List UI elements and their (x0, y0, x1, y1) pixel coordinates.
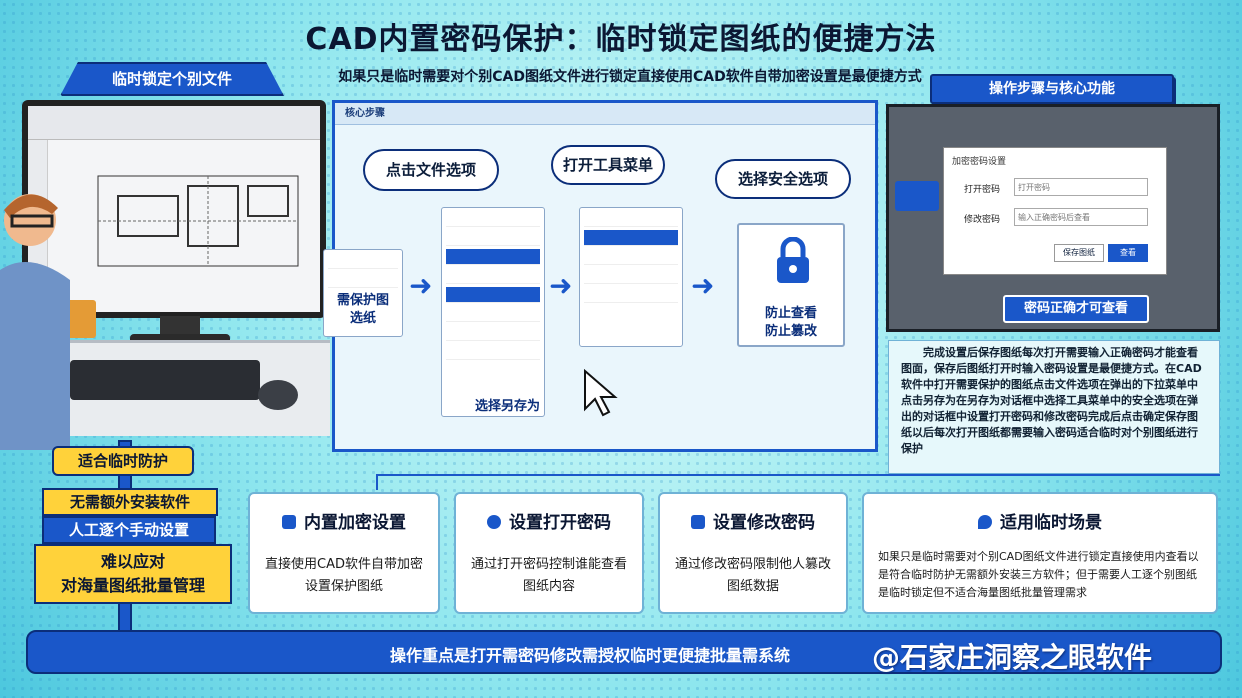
page-title: CAD内置密码保护：临时锁定图纸的便捷方法 (305, 22, 937, 57)
card-title: 设置修改密码 (660, 508, 846, 533)
card-builtin-encryption: 内置加密设置 直接使用CAD软件自带加密设置保护图纸 (248, 492, 440, 614)
person-illustration (0, 194, 70, 450)
cursor-icon (584, 369, 618, 417)
mini-row (584, 268, 678, 284)
lock-icon (777, 237, 809, 283)
cad-toolbar (28, 106, 320, 140)
save-drawing-button[interactable]: 保存图纸 (1054, 244, 1104, 262)
lock-icon (691, 515, 705, 529)
footer-text: 操作重点是打开需密码修改需授权临时更便捷批量需系统 (390, 646, 791, 665)
connector-line (376, 474, 1220, 476)
keyboard (70, 360, 260, 400)
mini-window-tools (579, 207, 683, 347)
arrow-right-icon: ➜ (409, 269, 433, 302)
mini-row (446, 211, 540, 227)
modify-password-input[interactable]: 输入正确密码后查看 (1014, 208, 1148, 226)
mini-row-selected (584, 230, 678, 246)
card-body: 直接使用CAD软件自带加密设置保护图纸 (265, 557, 423, 594)
mini-row (584, 211, 678, 227)
mini-row (446, 325, 540, 341)
feature-temp-protection: 适合临时防护 (52, 446, 194, 476)
mini-window-menu (441, 207, 545, 417)
card-body: 通过修改密码限制他人篡改图纸数据 (674, 557, 831, 594)
card-temp-scenario: 适用临时场景 如果只是临时需要对个别CAD图纸文件进行锁定直接使用内查看以是符合… (862, 492, 1218, 614)
cad-drawing (97, 175, 299, 267)
mini-row-selected (446, 249, 540, 265)
mini-row (328, 253, 398, 269)
card-body: 通过打开密码控制谁能查看图纸内容 (470, 557, 627, 594)
card-modify-password: 设置修改密码 通过修改密码限制他人篡改图纸数据 (658, 492, 848, 614)
core-steps-panel: 核心步骤 点击文件选项 打开工具菜单 选择安全选项 需保护图选纸 ➜ ➜ ➜ 防… (323, 100, 878, 452)
mini1-label: 需保护图选纸 (336, 293, 389, 326)
connector-line (376, 474, 378, 490)
save-as-label: 选择另存为 (475, 399, 541, 414)
card-body: 如果只是临时需要对个别CAD图纸文件进行锁定直接使用内查看以是符合临时防护无需额… (878, 550, 1199, 599)
password-correct-badge: 密码正确才可查看 (1003, 295, 1149, 323)
mini-row (446, 268, 540, 284)
batch-limit-line1: 难以应对 (100, 552, 165, 571)
mini-row (446, 344, 540, 360)
right-banner: 操作步骤与核心功能 (930, 74, 1174, 104)
left-banner: 临时锁定个别文件 (60, 62, 284, 96)
mouse (258, 380, 298, 410)
arrow-right-icon: ➜ (691, 269, 715, 302)
card-title: 适用临时场景 (864, 508, 1216, 533)
open-password-input[interactable]: 打开密码 (1014, 178, 1148, 196)
bubble-open-tools: 打开工具菜单 (551, 145, 665, 185)
confirm-button[interactable]: 查看 (1108, 244, 1148, 262)
card-title: 内置加密设置 (250, 508, 438, 533)
mini-row (328, 272, 398, 288)
dialog-header: 加密密码设置 (952, 157, 1007, 167)
plant-pot (66, 300, 96, 338)
core-panel-header: 核心步骤 (335, 103, 875, 125)
batch-limit-line2: 对海量图纸批量管理 (60, 576, 205, 595)
lock-label: 防止查看防止篡改 (764, 306, 817, 339)
mini-row-selected (446, 287, 540, 303)
card-title: 设置打开密码 (456, 508, 642, 533)
page-subtitle: 如果只是临时需要对个别CAD图纸文件进行锁定直接使用CAD软件自带加密设置是最便… (338, 69, 922, 85)
footer-bar: 操作重点是打开需密码修改需授权临时更便捷批量需系统 (26, 630, 1222, 674)
mini-row (584, 287, 678, 303)
pin-icon (978, 515, 992, 529)
mini-window-file: 需保护图选纸 (323, 249, 403, 337)
mini-row (446, 306, 540, 322)
feature-no-install: 无需额外安装软件 (42, 488, 218, 516)
feature-batch-limit: 难以应对 对海量图纸批量管理 (34, 544, 232, 604)
modify-password-label: 修改密码 (964, 215, 1001, 225)
password-dialog: 加密密码设置 打开密码 打开密码 修改密码 输入正确密码后查看 保存图纸 查看 (943, 147, 1167, 275)
card-open-password: 设置打开密码 通过打开密码控制谁能查看图纸内容 (454, 492, 644, 614)
open-password-label: 打开密码 (964, 185, 1001, 195)
mini-row (584, 249, 678, 265)
bubble-click-file: 点击文件选项 (363, 149, 499, 191)
bubble-select-security: 选择安全选项 (715, 159, 851, 199)
key-icon (487, 515, 501, 529)
feature-manual-setup: 人工逐个手动设置 (42, 516, 216, 544)
password-dialog-panel: 加密密码设置 打开密码 打开密码 修改密码 输入正确密码后查看 保存图纸 查看 … (886, 104, 1220, 332)
mini-row (446, 230, 540, 246)
arrow-right-icon: ➜ (549, 269, 573, 302)
dialog-tip-badge (895, 181, 939, 211)
lock-icon (282, 515, 296, 529)
description-text: 完成设置后保存图纸每次打开需要输入正确密码才能查看图面，保存后图纸打开时输入密码… (888, 340, 1220, 474)
mini-window-security: 防止查看防止篡改 (737, 223, 845, 347)
watermark: @石家庄洞察之眼软件 (872, 641, 1153, 674)
